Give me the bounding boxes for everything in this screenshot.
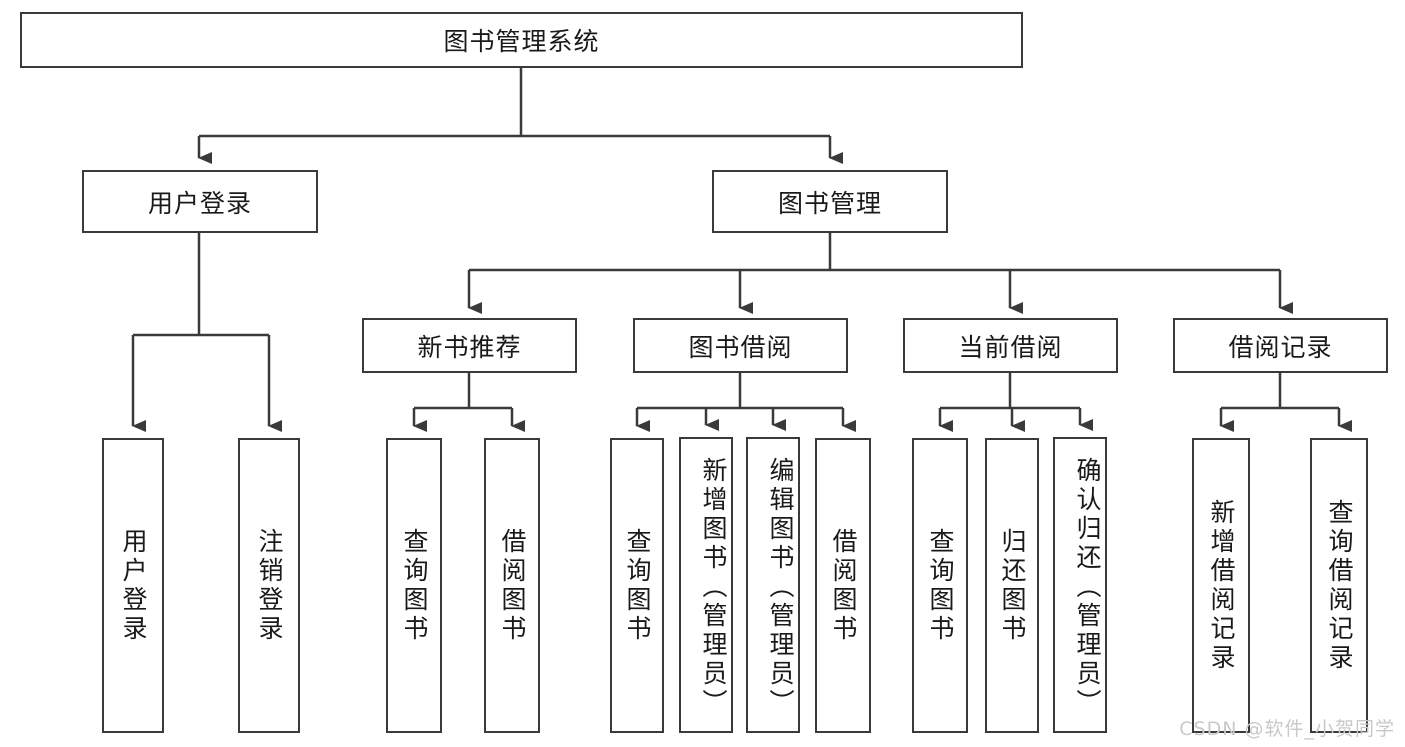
node-label: 查询借阅记录: [1325, 498, 1354, 673]
node-label: 查询图书: [623, 527, 652, 644]
node-leaf-query-book-rec[interactable]: 查询图书: [386, 438, 442, 733]
node-leaf-user-login[interactable]: 用户登录: [102, 438, 164, 733]
node-leaf-confirm-return[interactable]: 确认归还（管理员）: [1053, 437, 1107, 733]
node-leaf-borrow-book[interactable]: 借阅图书: [815, 438, 871, 733]
node-label: 查询图书: [400, 527, 429, 644]
node-leaf-borrow-book-rec[interactable]: 借阅图书: [484, 438, 540, 733]
node-label: 用户登录: [147, 188, 252, 218]
node-label: 归还图书: [998, 527, 1027, 644]
node-leaf-return-book[interactable]: 归还图书: [985, 438, 1039, 733]
node-label: 用户登录: [119, 527, 148, 644]
node-label: 查询图书: [926, 527, 955, 644]
node-label: 图书管理: [777, 188, 882, 218]
node-leaf-query-book-cur[interactable]: 查询图书: [912, 438, 968, 733]
node-new-book-rec[interactable]: 新书推荐: [362, 318, 577, 373]
node-leaf-query-record[interactable]: 查询借阅记录: [1310, 438, 1368, 733]
node-label: 借阅记录: [1228, 332, 1333, 362]
node-current-borrow[interactable]: 当前借阅: [903, 318, 1118, 373]
node-label: 编辑图书（管理员）: [766, 456, 795, 718]
node-leaf-add-book[interactable]: 新增图书（管理员）: [679, 437, 733, 733]
node-label: 借阅图书: [498, 527, 527, 644]
node-book-borrow[interactable]: 图书借阅: [633, 318, 848, 373]
node-leaf-query-book-borrow[interactable]: 查询图书: [610, 438, 664, 733]
node-label: 注销登录: [255, 527, 284, 644]
node-label: 新书推荐: [417, 332, 522, 362]
node-leaf-add-record[interactable]: 新增借阅记录: [1192, 438, 1250, 733]
node-label: 新增图书（管理员）: [699, 456, 728, 718]
csdn-watermark: CSDN @软件_小贺同学: [1179, 718, 1395, 740]
node-leaf-edit-book[interactable]: 编辑图书（管理员）: [746, 437, 800, 733]
node-user-login[interactable]: 用户登录: [82, 170, 318, 233]
node-leaf-logout[interactable]: 注销登录: [238, 438, 300, 733]
node-label: 图书借阅: [688, 332, 793, 362]
node-borrow-record[interactable]: 借阅记录: [1173, 318, 1388, 373]
node-label: 新增借阅记录: [1207, 498, 1236, 673]
node-label: 当前借阅: [958, 332, 1063, 362]
node-root[interactable]: 图书管理系统: [20, 12, 1023, 68]
node-label: 借阅图书: [829, 527, 858, 644]
node-label: 确认归还（管理员）: [1073, 456, 1102, 718]
node-book-manage[interactable]: 图书管理: [712, 170, 948, 233]
node-label: 图书管理系统: [443, 27, 600, 56]
